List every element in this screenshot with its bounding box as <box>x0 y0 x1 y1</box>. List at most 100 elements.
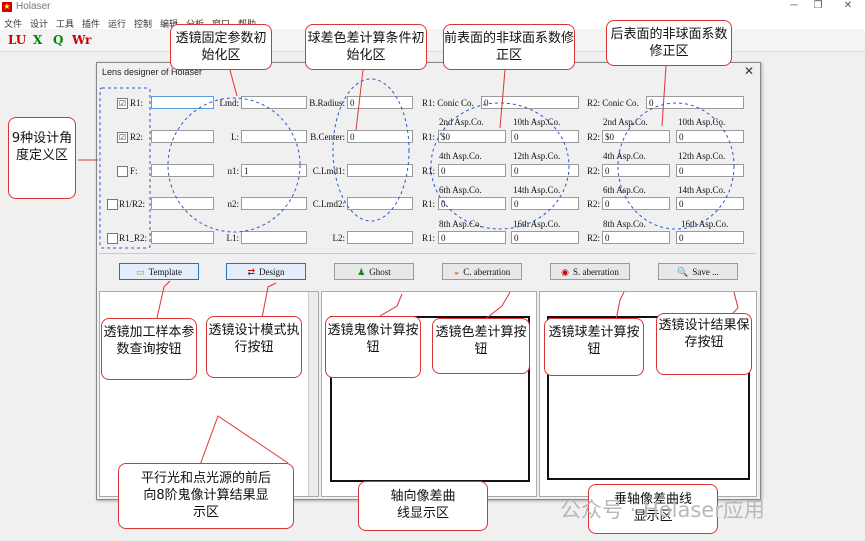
restore-icon[interactable]: ❐ <box>813 0 823 11</box>
r2-2nd-input[interactable]: $0 <box>602 130 670 143</box>
label-f: F: <box>130 166 138 176</box>
label-r1-div-r2: R1/R2: <box>119 199 146 209</box>
r2-8th-input[interactable]: 0 <box>602 231 670 244</box>
menu-bar: 文件 设计 工具 插件 运行 控制 编辑 分析 窗口 帮助 <box>0 15 865 29</box>
label-r1-row3: R1: <box>422 199 436 209</box>
menu-item-plugins[interactable]: 插件 <box>82 19 101 29</box>
n2-input[interactable] <box>241 197 307 210</box>
label-r1-12th: 12th Asp.Co. <box>513 151 561 161</box>
c-aberration-button[interactable]: ◒C. aberration <box>442 263 522 280</box>
l1-input[interactable] <box>241 231 307 244</box>
checkbox-r1-r2[interactable] <box>107 233 118 244</box>
r1-r2-input[interactable] <box>151 231 214 244</box>
label-r1-4th: 4th Asp.Co. <box>439 151 482 161</box>
callout-axial-area: 轴向像差曲线显示区 <box>358 481 488 531</box>
toolbar-x-button[interactable]: X <box>33 33 43 47</box>
callout-ghost-area: 平行光和点光源的前后向8阶鬼像计算结果显示区 <box>118 463 294 529</box>
menu-item-tools[interactable]: 工具 <box>56 19 75 29</box>
r1-6th-input[interactable]: 0 <box>438 197 506 210</box>
label-r1-14th: 14th Asp.Co. <box>513 185 561 195</box>
label-n1: n1: <box>227 166 239 176</box>
menu-item-design[interactable]: 设计 <box>30 19 49 29</box>
c-lmd2-input[interactable] <box>347 197 413 210</box>
label-r2-row2: R2: <box>587 166 601 176</box>
app-title-bar: ★ Holaser ─ ❐ ✕ <box>0 0 865 15</box>
s-aberration-button[interactable]: ◉S. aberration <box>550 263 630 280</box>
callout-s-aberration-button: 透镜球差计算按钮 <box>544 318 644 376</box>
c-lmd1-input[interactable] <box>347 164 413 177</box>
callout-angle-zone: 9种设计角度定义区 <box>8 117 76 199</box>
menu-item-run[interactable]: 运行 <box>108 19 127 29</box>
label-r2-4th: 4th Asp.Co. <box>603 151 646 161</box>
r1-12th-input[interactable]: 0 <box>511 164 579 177</box>
r1-16th-input[interactable]: 0 <box>511 231 579 244</box>
menu-item-control[interactable]: 控制 <box>134 19 153 29</box>
r2-16th-input[interactable]: 0 <box>676 231 744 244</box>
design-arrow-icon: ⇄ <box>247 267 256 277</box>
label-b-radius: B.Radius: <box>309 98 345 108</box>
label-r2-12th: 12th Asp.Co. <box>678 151 726 161</box>
label-lmd: Lmd: <box>219 98 240 108</box>
r2-input[interactable] <box>151 130 214 143</box>
r2-10th-input[interactable]: 0 <box>676 130 744 143</box>
label-r1-6th: 6th Asp.Co. <box>439 185 482 195</box>
label-r2-row4: R2: <box>587 233 601 243</box>
menu-item-file[interactable]: 文件 <box>4 19 23 29</box>
r1-2nd-input[interactable]: $0 <box>438 130 506 143</box>
toolbar-wr-button[interactable]: Wr <box>72 33 92 47</box>
star-app-icon: ★ <box>2 2 12 12</box>
label-l: L: <box>231 132 239 142</box>
r2-14th-input[interactable]: 0 <box>676 197 744 210</box>
r2-6th-input[interactable]: 0 <box>602 197 670 210</box>
label-r1-2nd: 2nd Asp.Co. <box>439 117 484 127</box>
callout-vertical-area: 垂轴像差曲线显示区 <box>588 484 718 534</box>
label-r1-row4: R1: <box>422 233 436 243</box>
rainbow-icon: ◒ <box>453 267 460 277</box>
label-n2: n2: <box>227 199 239 209</box>
callout-c-aberration-button: 透镜色差计算按钮 <box>432 318 530 374</box>
r2-12th-input[interactable]: 0 <box>676 164 744 177</box>
checkbox-r1-div-r2[interactable] <box>107 199 118 210</box>
label-l2: L2: <box>332 233 346 243</box>
label-r2-8th: 8th Asp.Co. <box>603 219 646 229</box>
toolbar-lu-button[interactable]: LU <box>8 33 27 47</box>
r1-div-r2-input[interactable] <box>151 197 214 210</box>
r1-14th-input[interactable]: 0 <box>511 197 579 210</box>
r1-conic-input[interactable]: 0 <box>481 96 579 109</box>
checkbox-r2[interactable]: ☑ <box>117 132 128 143</box>
checkbox-f[interactable] <box>117 166 128 177</box>
r1-input[interactable] <box>151 96 214 109</box>
ghost-panel-scrollbar[interactable] <box>308 292 318 496</box>
minimize-icon[interactable]: ─ <box>790 0 798 11</box>
f-input[interactable] <box>151 164 214 177</box>
b-center-input[interactable]: 0 <box>347 130 413 143</box>
b-radius-input[interactable]: 0 <box>347 96 413 109</box>
lmd-input[interactable] <box>241 96 307 109</box>
r2-4th-input[interactable]: 0 <box>602 164 670 177</box>
n1-input[interactable]: 1 <box>241 164 307 177</box>
magnifier-icon: 🔍 <box>677 267 689 277</box>
design-button[interactable]: ⇄Design <box>226 263 306 280</box>
label-r1-8th: 8th Asp.Co. <box>439 219 482 229</box>
l2-input[interactable] <box>347 231 413 244</box>
folder-icon: ▭ <box>136 267 145 277</box>
menu-item-edit[interactable]: 编辑 <box>160 19 179 29</box>
r1-8th-input[interactable]: 0 <box>438 231 506 244</box>
label-r2-6th: 6th Asp.Co. <box>603 185 646 195</box>
toolbar-q-button[interactable]: Q <box>53 33 64 47</box>
label-r2-16th: 16th Asp.Co. <box>681 219 729 229</box>
label-r1-r2: R1_R2: <box>119 233 148 243</box>
l-input[interactable] <box>241 130 307 143</box>
r1-10th-input[interactable]: 0 <box>511 130 579 143</box>
r1-4th-input[interactable]: 0 <box>438 164 506 177</box>
callout-template-button: 透镜加工样本参数查询按钮 <box>101 318 197 380</box>
label-r2-conic: R2: Conic Co. <box>587 98 639 108</box>
r2-conic-input[interactable]: 0 <box>646 96 744 109</box>
close-icon[interactable]: ✕ <box>843 0 853 11</box>
save-button[interactable]: 🔍Save ... <box>658 263 738 280</box>
checkbox-r1[interactable]: ☑ <box>117 98 128 109</box>
label-l1: L1: <box>226 233 240 243</box>
ghost-button[interactable]: ♟Ghost <box>334 263 414 280</box>
dialog-close-icon[interactable]: ✕ <box>743 64 754 78</box>
template-button[interactable]: ▭Template <box>119 263 199 280</box>
